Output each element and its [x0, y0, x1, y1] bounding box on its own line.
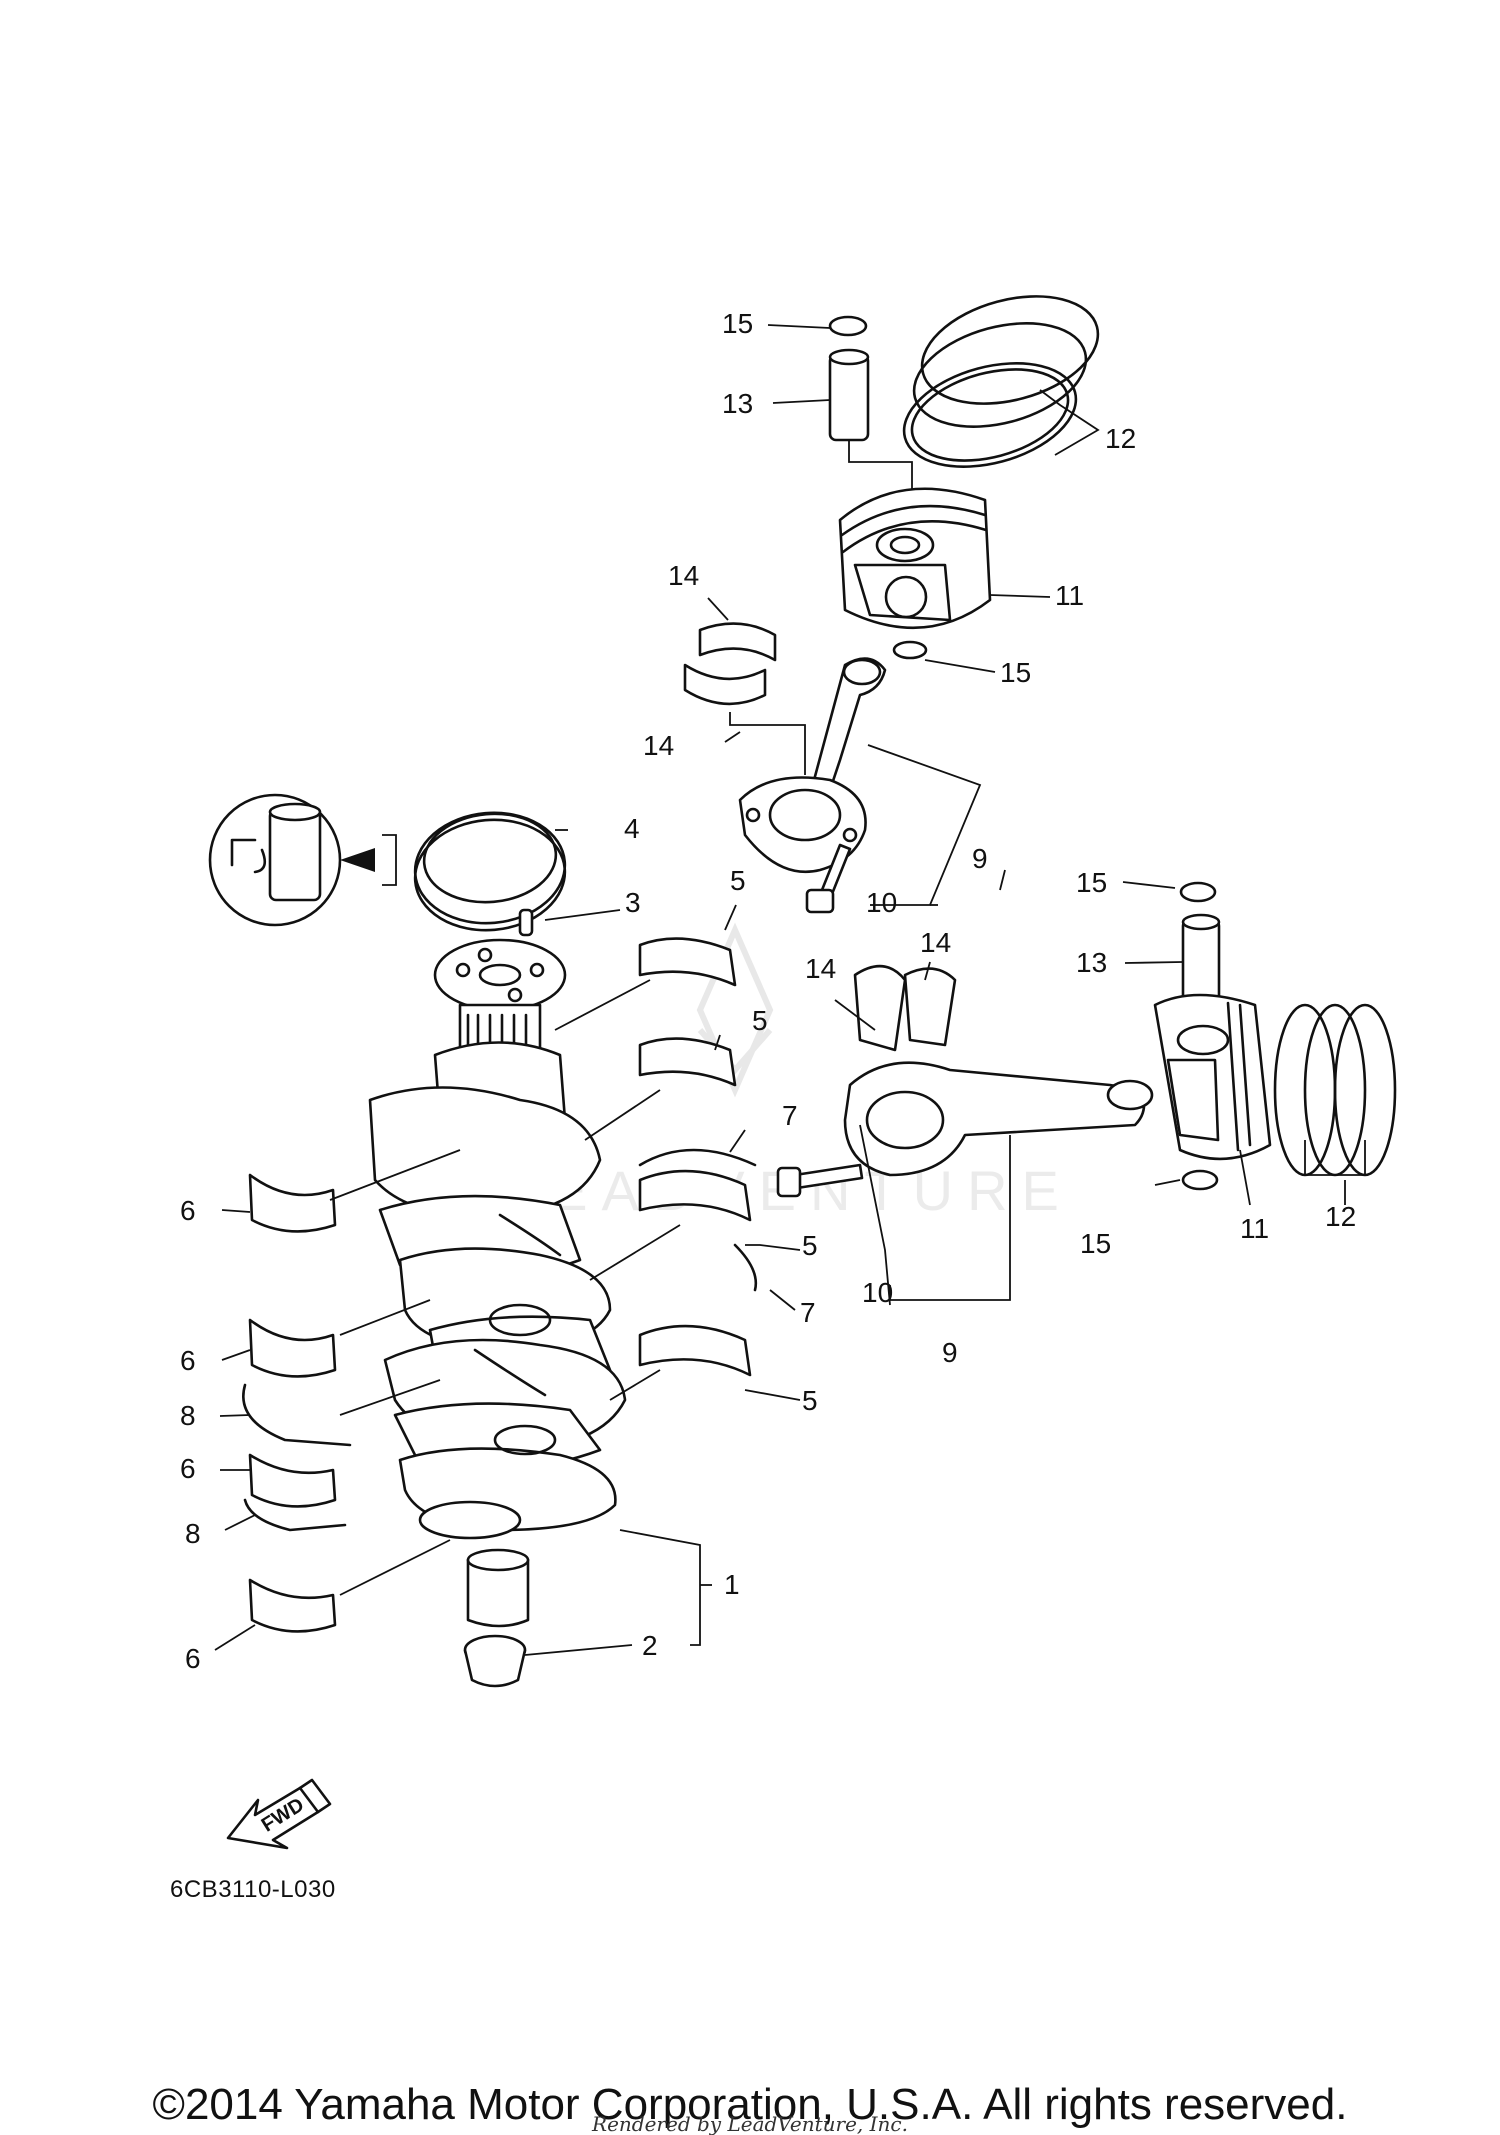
upper-bearing-halves	[683, 622, 777, 706]
main-bearing-lower-2	[248, 1318, 337, 1378]
copyright-notice: ©2014 Yamaha Motor Corporation, U.S.A. A…	[152, 2080, 1348, 2129]
callout-5-a: 5	[730, 865, 746, 896]
callout-8-a: 8	[180, 1400, 196, 1431]
callout-6-a: 6	[180, 1195, 196, 1226]
callout-2: 2	[642, 1630, 658, 1661]
main-bearing-upper-4	[638, 1324, 752, 1377]
callout-7-b: 7	[800, 1297, 816, 1328]
thrust-washer-lower	[733, 1243, 758, 1292]
right-connecting-rod	[843, 1061, 1154, 1177]
right-piston-pin	[1181, 913, 1221, 1007]
main-bearing-lower-4	[248, 1578, 337, 1633]
right-piston-pin-clip-top	[1179, 881, 1217, 903]
right-piston-pin-clip-bottom	[1181, 1169, 1219, 1191]
callout-14-c: 14	[805, 953, 836, 984]
upper-rod-bolt	[805, 843, 852, 914]
crankshaft	[368, 938, 627, 1628]
callout-4: 4	[624, 813, 640, 844]
callout-15-b: 15	[1000, 657, 1031, 688]
callout-11-b: 11	[1240, 1213, 1269, 1244]
upper-piston-pin	[828, 348, 870, 442]
oil-seal	[413, 811, 567, 932]
callout-9-a: 9	[972, 843, 988, 874]
callout-6-d: 6	[185, 1643, 201, 1674]
callout-5-d: 5	[802, 1385, 818, 1416]
fwd-arrow-icon: FWD	[226, 1778, 332, 1850]
callout-12-a: 12	[1105, 423, 1136, 454]
upper-piston	[838, 487, 992, 630]
main-bearing-upper-1	[638, 937, 737, 987]
upper-bearing-leader	[729, 712, 806, 775]
rendered-by-note: Rendered by LeadVenture, Inc.	[592, 2112, 908, 2135]
main-bearing-upper-3	[638, 1169, 752, 1222]
right-rings-bracket	[1304, 1140, 1366, 1176]
right-piston-rings	[1273, 1003, 1397, 1177]
callout-14-d: 14	[920, 927, 951, 958]
callout-6-c: 6	[180, 1453, 196, 1484]
main-bearing-upper-2	[638, 1037, 737, 1087]
upper-piston-pin-clip-top	[828, 315, 868, 337]
callout-9-b: 9	[942, 1337, 958, 1368]
assembly-leader-lines	[329, 979, 681, 1596]
dowel-pin	[518, 908, 534, 937]
right-piston	[1153, 993, 1272, 1161]
right-bearing-halves	[853, 964, 957, 1052]
callout-10-a: 10	[866, 887, 897, 918]
detail-inset-circle	[208, 793, 397, 927]
main-bearing-lower-1	[248, 1173, 337, 1233]
upper-rod-bracket	[867, 744, 982, 906]
callout-leader-lines	[214, 324, 1346, 1656]
upper-piston-rings	[902, 295, 1100, 468]
thrust-bearing-lower-1	[242, 1383, 352, 1447]
callout-14-b: 14	[643, 730, 674, 761]
callout-13-a: 13	[722, 388, 753, 419]
thrust-bearing-lower-2	[243, 1498, 347, 1532]
callout-6-b: 6	[180, 1345, 196, 1376]
callout-15-d: 15	[1080, 1228, 1111, 1259]
callout-1: 1	[724, 1569, 740, 1600]
crankshaft-bushing	[463, 1634, 527, 1688]
upper-piston-pin-clip-bottom	[892, 640, 928, 660]
right-rod-bracket	[889, 1135, 1011, 1301]
crankshaft-bracket	[619, 1529, 701, 1646]
callout-7-a: 7	[782, 1100, 798, 1131]
thrust-washer-upper	[638, 1148, 757, 1167]
callout-10-b: 10	[862, 1277, 893, 1308]
main-bearing-lower-3	[248, 1453, 337, 1508]
callout-11-a: 11	[1055, 580, 1084, 611]
drawing-code: 6CB3110-L030	[170, 1876, 336, 1903]
callout-5-b: 5	[752, 1005, 768, 1036]
callout-15-c: 15	[1076, 867, 1107, 898]
callout-12-b: 12	[1325, 1201, 1356, 1232]
upper-connecting-rod	[738, 657, 887, 874]
callout-3: 3	[625, 887, 641, 918]
callout-13-b: 13	[1076, 947, 1107, 978]
callout-5-c: 5	[802, 1230, 818, 1261]
callout-15-a: 15	[722, 308, 753, 339]
callout-numbers: 1 2 3 4 5 5 5 5 6 6 6 6 7 7 8 8 9 9 10 1…	[180, 308, 1356, 1674]
callout-14-a: 14	[668, 560, 699, 591]
right-rod-bolt	[776, 1163, 864, 1198]
callout-8-b: 8	[185, 1518, 201, 1549]
